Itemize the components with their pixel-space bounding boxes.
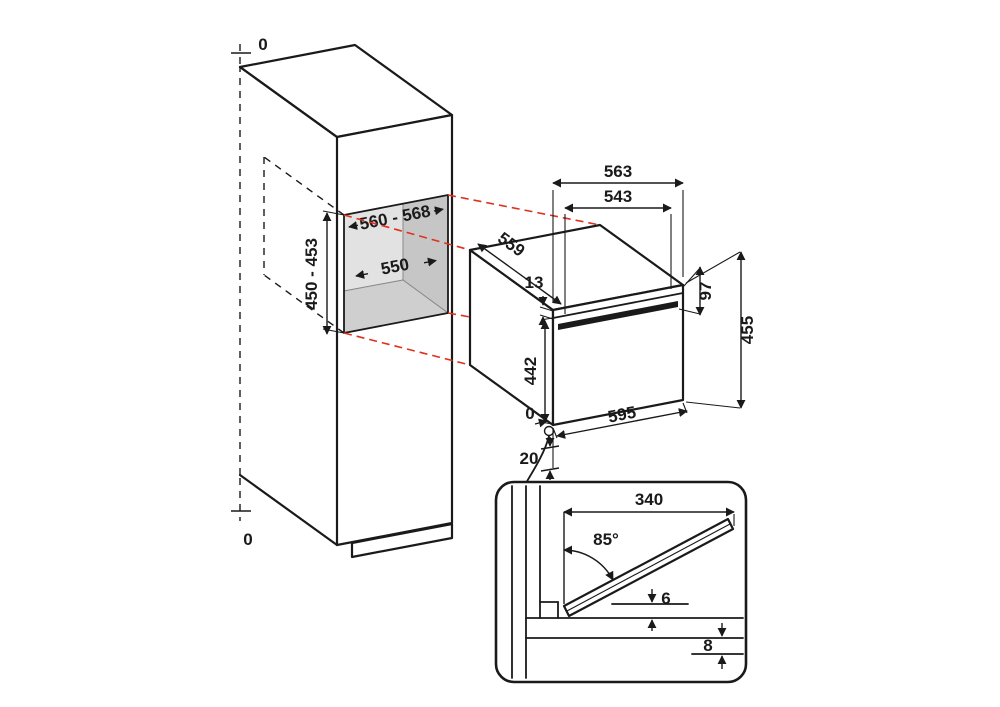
oven-height-label: 455 bbox=[738, 316, 757, 344]
oven-inner-width-label: 543 bbox=[604, 187, 632, 206]
hinge-step bbox=[539, 601, 559, 619]
oven-unit bbox=[468, 223, 685, 427]
front-width-dim-line bbox=[556, 408, 688, 439]
oven-clearance-label: 20 bbox=[520, 449, 539, 468]
oven-control-height-label: 97 bbox=[696, 282, 715, 301]
zero-gap-arrow bbox=[534, 418, 548, 428]
niche-width-dim-right bbox=[433, 206, 444, 216]
niche-hidden-top-edge bbox=[263, 156, 345, 216]
niche-opening: 450 - 453 560 - 568 550 bbox=[263, 156, 450, 335]
door-angle-label: 85° bbox=[593, 530, 619, 549]
niche-depth-dim-right bbox=[423, 257, 437, 267]
clearance-tick-top bbox=[540, 445, 560, 450]
facia-ext-top bbox=[539, 306, 554, 312]
cabinet-top-left-edge bbox=[238, 65, 339, 139]
oven-door-handle bbox=[558, 301, 678, 330]
door-detail-inset: 340 85° 6 8 bbox=[494, 480, 748, 684]
niche-height-label: 450 - 453 bbox=[302, 238, 321, 310]
door-lower-gap-label: 8 bbox=[703, 636, 712, 655]
height-ext-top bbox=[685, 251, 741, 284]
oven-width-label: 563 bbox=[604, 162, 632, 181]
projection-line-bottom-left bbox=[343, 332, 471, 366]
detail-marker-circle bbox=[543, 425, 555, 437]
oven-door-height-label: 442 bbox=[521, 357, 540, 385]
height-ext-bottom bbox=[685, 401, 741, 409]
cabinet-plinth bbox=[350, 522, 454, 559]
cabinet-bottom-left-edge bbox=[238, 473, 339, 547]
projection-line-top-left bbox=[343, 214, 471, 251]
cabinet-bottom-gap-label: 0 bbox=[243, 530, 252, 549]
door-upper-gap-label: 6 bbox=[661, 589, 670, 608]
door-panel-inner-line bbox=[566, 523, 731, 612]
niche-width-dim-left bbox=[348, 221, 359, 230]
door-angle-arc bbox=[563, 545, 614, 581]
cabinet-left-face bbox=[240, 67, 337, 545]
door-projection-label: 340 bbox=[635, 490, 663, 509]
oven-facia-label: 13 bbox=[525, 273, 544, 292]
oven-depth-dim-line bbox=[477, 243, 562, 305]
oven-zero-gap-label: 0 bbox=[525, 404, 534, 423]
projection-line-top-right bbox=[447, 194, 601, 226]
oven-front-width-label: 595 bbox=[606, 403, 637, 427]
clearance-tick-bottom bbox=[540, 467, 560, 472]
niche-depth-dim-left bbox=[355, 270, 369, 279]
niche-height-ext-top bbox=[322, 210, 345, 216]
oven-facia-line bbox=[552, 292, 684, 319]
door-height-ext-top bbox=[540, 317, 553, 321]
cabinet-top-gap-label: 0 bbox=[258, 35, 267, 54]
